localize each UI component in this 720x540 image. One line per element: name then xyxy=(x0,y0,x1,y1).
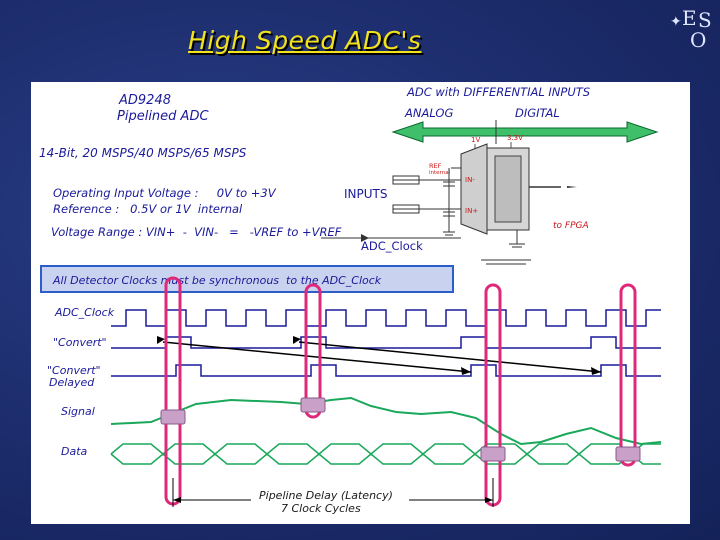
sync-banner xyxy=(40,265,454,293)
in-minus-label: IN- xyxy=(465,176,475,184)
adc-type: Pipelined ADC xyxy=(117,109,209,124)
signal-label-convert: "Convert" xyxy=(53,336,107,349)
data-box-1 xyxy=(480,446,506,462)
analog-label: ANALOG xyxy=(404,106,453,120)
sample-box-2 xyxy=(300,397,326,413)
latency-label-line2: 7 Clock Cycles xyxy=(281,502,361,515)
adc-clock-schematic-label: ADC_Clock xyxy=(361,239,423,253)
adc-symbol xyxy=(460,143,561,248)
signal-label-delayed: Delayed xyxy=(49,376,95,389)
v2-label: 3.3V xyxy=(507,134,523,142)
adc-clock-waveform xyxy=(111,309,661,327)
to-fpga-label: to FPGA xyxy=(553,221,589,231)
schematic-heading: ADC with DIFFERENTIAL INPUTS xyxy=(406,85,590,99)
logo-letter-o: O xyxy=(690,28,707,52)
convert-delayed-waveform xyxy=(111,364,661,377)
logo-star-icon: ✦ xyxy=(670,14,682,30)
sample-marker-4 xyxy=(619,283,637,467)
adc-voltage-range: Voltage Range : VIN+ - VIN- = -VREF to +… xyxy=(51,225,342,239)
data-bus-lower xyxy=(110,453,661,465)
signal-label-data: Data xyxy=(61,445,88,458)
v1-label: 1V xyxy=(471,136,480,144)
convert-waveform xyxy=(111,336,661,349)
analog-digital-arrow xyxy=(391,120,659,144)
ref-label: REF xyxy=(429,162,442,170)
input-network xyxy=(392,167,461,236)
slide-title: High Speed ADC's xyxy=(188,26,422,55)
sample-marker-1 xyxy=(164,276,182,506)
sample-marker-3 xyxy=(484,283,502,507)
adc-reference: Reference : 0.5V or 1V internal xyxy=(53,202,243,216)
signal-label-adc-clock: ADC_Clock xyxy=(54,306,115,319)
inputs-label: INPUTS xyxy=(344,187,387,201)
digital-label: DIGITAL xyxy=(515,106,560,120)
adc-operating-voltage: Operating Input Voltage : 0V to +3V xyxy=(53,186,277,200)
content-panel: AD9248 Pipelined ADC 14-Bit, 20 MSPS/40 … xyxy=(31,82,690,524)
signal-label-convert-delayed: "Convert" xyxy=(47,364,101,377)
sample-marker-2 xyxy=(304,283,322,419)
convert-arrow-1 xyxy=(162,341,472,373)
eso-logo: E S O ✦ xyxy=(668,4,718,56)
adc-diagram: AD9248 Pipelined ADC 14-Bit, 20 MSPS/40 … xyxy=(39,85,662,515)
data-bus-upper xyxy=(110,443,661,455)
logo-letter-e: E xyxy=(682,6,697,30)
sync-banner-text: All Detector Clocks must be synchronous … xyxy=(52,274,382,287)
adc-rates: 14-Bit, 20 MSPS/40 MSPS/65 MSPS xyxy=(39,146,247,160)
convert-arrow-2 xyxy=(298,341,602,373)
latency-label-line1: Pipeline Delay (Latency) xyxy=(259,489,393,502)
sample-box-1 xyxy=(160,409,186,425)
analog-signal-waveform xyxy=(110,396,662,446)
logo-letter-s: S xyxy=(698,8,712,32)
ref-sub-label: internal xyxy=(429,170,451,176)
signal-label-signal: Signal xyxy=(61,405,95,418)
in-plus-label: IN+ xyxy=(465,207,478,215)
adc-model: AD9248 xyxy=(118,93,171,108)
data-box-2 xyxy=(615,446,641,462)
